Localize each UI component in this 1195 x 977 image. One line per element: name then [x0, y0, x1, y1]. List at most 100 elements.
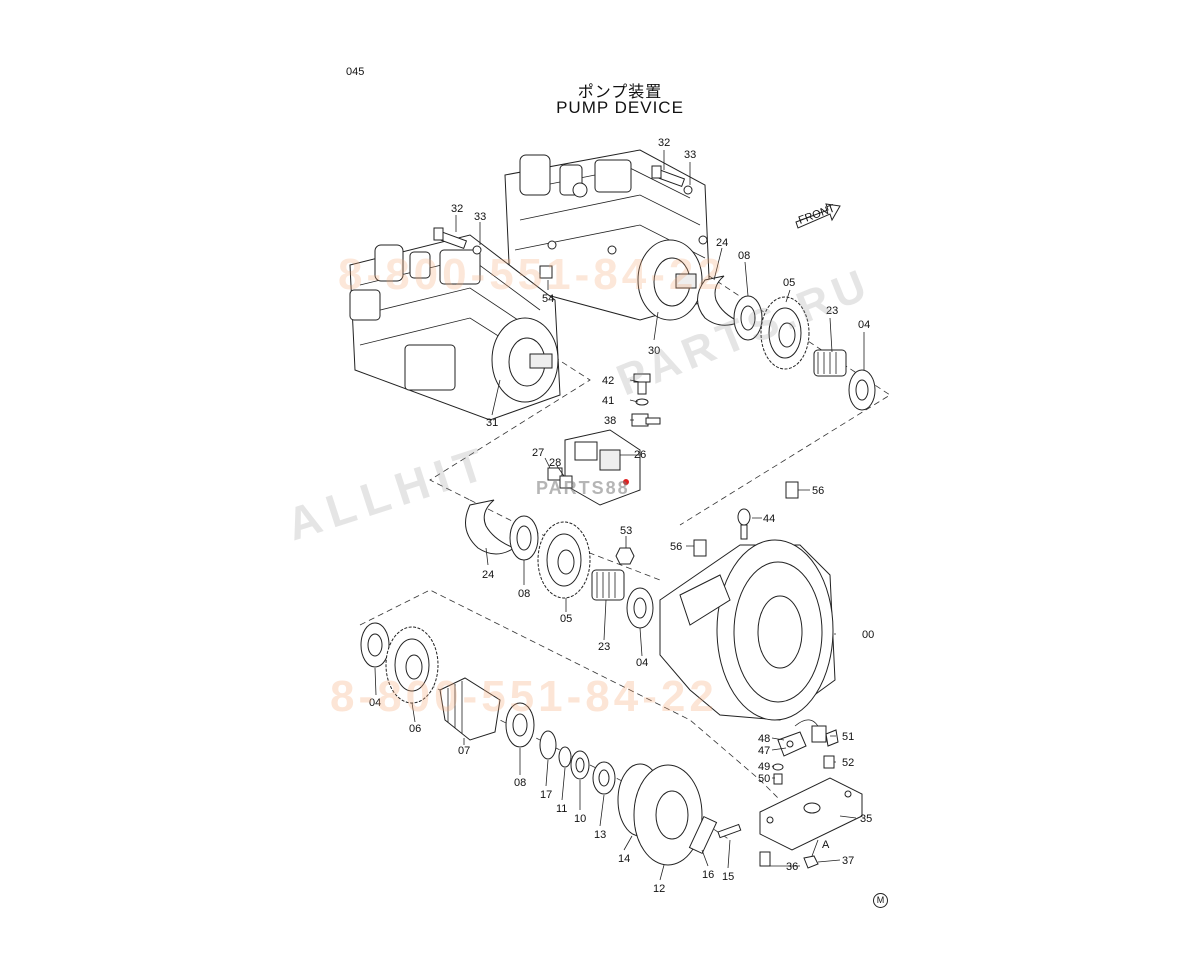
callout-54: 54 [542, 293, 554, 305]
page-title-japanese: ポンプ装置 [577, 82, 663, 101]
callout-27: 27 [532, 447, 544, 459]
nut-37 [803, 855, 819, 869]
callout-48: 48 [758, 733, 770, 745]
solenoid-valve-26 [564, 429, 641, 506]
callout-26: 26 [634, 449, 646, 461]
callout-06: 06 [409, 723, 421, 735]
callout-38: 38 [604, 415, 616, 427]
callout-44: 44 [763, 513, 775, 525]
callout-08-middle: 08 [518, 588, 530, 600]
collar-10 [570, 750, 590, 780]
bearing-04-lower [360, 622, 390, 668]
callout-17: 17 [540, 789, 552, 801]
callout-05-middle: 05 [560, 613, 572, 625]
ring-24-middle [465, 499, 516, 555]
cover-12 [633, 764, 703, 866]
callout-33-upper: 33 [684, 149, 696, 161]
sensor-51 [811, 725, 839, 747]
bolt-52 [823, 755, 835, 769]
callout-33-left: 33 [474, 211, 486, 223]
callout-42: 42 [602, 375, 614, 387]
callout-14: 14 [618, 853, 630, 865]
seal-13 [592, 761, 616, 795]
bearing-04-upper [848, 369, 876, 411]
front-label: FRONT [797, 202, 837, 226]
bolt-50 [773, 773, 783, 785]
callout-47: 47 [758, 745, 770, 757]
callout-a: A [822, 839, 830, 851]
ring-11 [558, 746, 572, 768]
callout-11: 11 [556, 803, 567, 815]
callout-52: 52 [842, 757, 854, 769]
callout-31: 31 [486, 417, 498, 429]
callout-16: 16 [702, 869, 714, 881]
plug-56-middle [693, 539, 707, 557]
red-marker [623, 479, 629, 485]
bearing-08-middle [509, 515, 539, 561]
callout-53: 53 [620, 525, 632, 537]
callout-07: 07 [458, 745, 470, 757]
bearing-08-lower [505, 702, 535, 748]
page-title: PUMP DEVICE [556, 98, 684, 117]
main-pump-30 [504, 149, 711, 321]
drive-shaft-07 [439, 677, 501, 741]
bolt-32-left [433, 227, 468, 250]
callout-24-middle: 24 [482, 569, 494, 581]
callout-32-left: 32 [451, 203, 463, 215]
callout-23-upper: 23 [826, 305, 838, 317]
fitting-42 [633, 373, 651, 395]
callout-13: 13 [594, 829, 606, 841]
callout-50: 50 [758, 773, 770, 785]
callout-28: 28 [549, 457, 561, 469]
callout-23-middle: 23 [598, 641, 610, 653]
elbow-38 [631, 413, 661, 427]
callout-56-upper: 56 [812, 485, 824, 497]
washer-41 [635, 398, 649, 406]
sensor-bracket-47 [777, 731, 807, 757]
callout-15: 15 [722, 871, 734, 883]
snap-ring-17 [539, 730, 557, 760]
bearing-04-middle [626, 587, 654, 629]
callout-05-upper: 05 [783, 277, 795, 289]
callout-56-middle: 56 [670, 541, 682, 553]
washer-49 [772, 763, 784, 771]
plate-16 [688, 815, 718, 855]
front-arrow: FRONT [795, 202, 841, 229]
page-number: 045 [346, 66, 365, 78]
callout-00: 00 [862, 629, 874, 641]
callout-04-lower: 04 [369, 697, 381, 709]
callout-30: 30 [648, 345, 660, 357]
cover-plate-35 [759, 777, 863, 851]
bolt-15 [717, 823, 742, 839]
callout-04-upper: 04 [858, 319, 870, 331]
washer-33-left [472, 245, 482, 255]
gear-05-middle [537, 521, 591, 599]
callout-12: 12 [653, 883, 665, 895]
callout-24-upper: 24 [716, 237, 728, 249]
main-pump-31 [349, 234, 561, 421]
nut-53 [615, 547, 635, 565]
bolt-36 [759, 851, 771, 867]
callout-37: 37 [842, 855, 854, 867]
leader-line [374, 150, 865, 881]
callout-32-upper: 32 [658, 137, 670, 149]
pump-housing-00 [659, 539, 836, 721]
callout-10: 10 [574, 813, 586, 825]
callout-49: 49 [758, 761, 770, 773]
part-27 [547, 467, 563, 481]
callout-36: 36 [786, 861, 798, 873]
callout-04-middle: 04 [636, 657, 648, 669]
washer-33-upper [683, 185, 693, 195]
alignment-line [469, 499, 661, 581]
callout-08-upper: 08 [738, 250, 750, 262]
part-28 [559, 475, 573, 489]
bolt-32-upper [651, 165, 686, 188]
plug-54 [539, 265, 553, 279]
footer-mark: M [873, 893, 888, 908]
callout-35: 35 [860, 813, 872, 825]
gear-05-upper [760, 296, 810, 370]
gear-06 [385, 626, 439, 704]
alignment-line [679, 269, 891, 526]
